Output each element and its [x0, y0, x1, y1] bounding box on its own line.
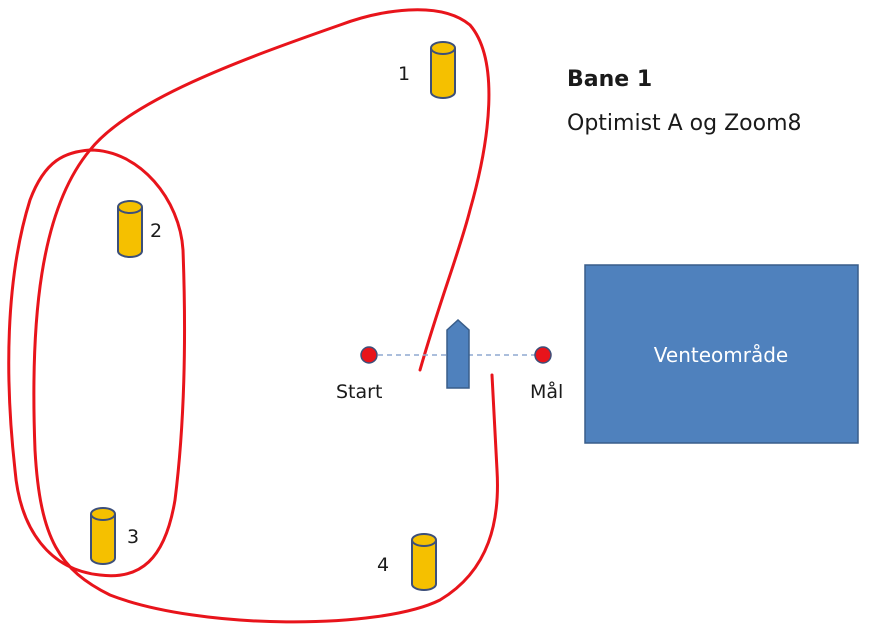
- buoy-4: [411, 533, 437, 591]
- finish-mark: [534, 346, 552, 364]
- buoy-1-number: 1: [398, 63, 410, 85]
- buoy-2: [117, 200, 143, 258]
- course-track: [7, 8, 499, 624]
- course-line-inner: [7, 148, 186, 578]
- page-subtitle: Optimist A og Zoom8: [567, 111, 802, 136]
- course-line-outer: [32, 8, 499, 624]
- buoy-4-number: 4: [377, 554, 389, 576]
- waiting-area-label: Venteområde: [654, 343, 788, 367]
- page-title: Bane 1: [567, 67, 652, 92]
- committee-boat-icon: [446, 318, 470, 389]
- buoy-2-number: 2: [150, 220, 162, 242]
- buoy-3: [90, 507, 116, 565]
- start-mark: [360, 346, 378, 364]
- start-label: Start: [336, 381, 382, 403]
- buoy-1: [430, 41, 456, 99]
- finish-label: Mål: [530, 380, 563, 403]
- buoy-3-number: 3: [127, 526, 139, 548]
- waiting-area-box: [584, 264, 859, 444]
